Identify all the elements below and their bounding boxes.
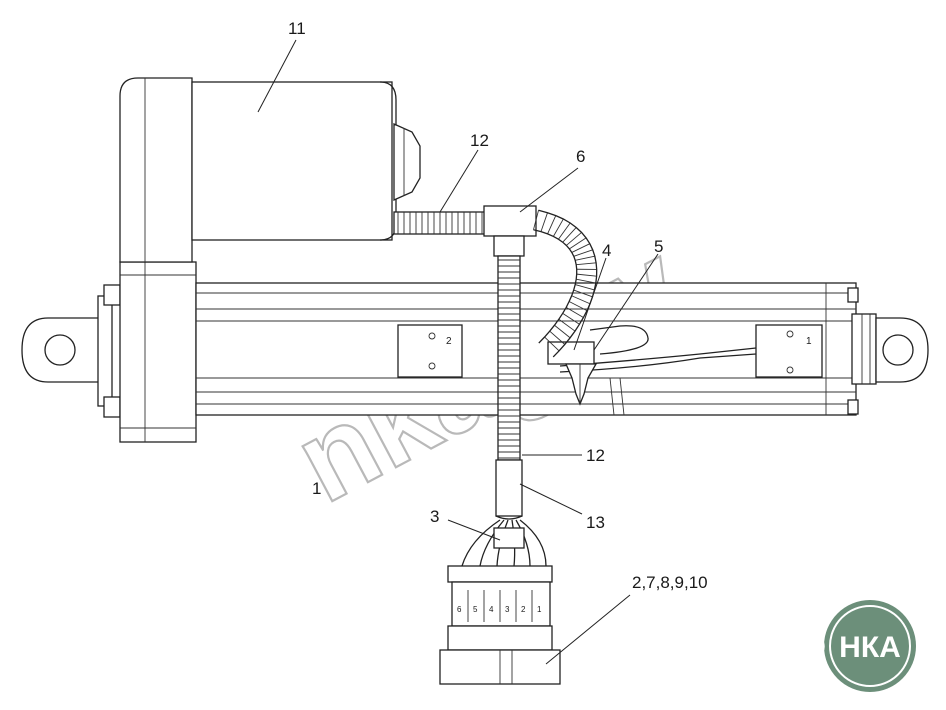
callout-3: 3 [430, 507, 439, 526]
sensor-right: 1 [756, 325, 822, 377]
pin-label: 3 [505, 605, 510, 614]
logo-text-left: АГРО [744, 631, 826, 664]
pin-label: 1 [537, 605, 542, 614]
sensor-right-label: 1 [806, 336, 812, 347]
pin-label: 4 [489, 605, 494, 614]
conduit-rib [563, 227, 577, 242]
right-rod-eye [876, 318, 928, 382]
sleeve-13 [496, 460, 522, 519]
sensor-left-label: 2 [446, 336, 452, 347]
left-rod-eye [22, 285, 120, 417]
brand-logo: АГРО НКА [744, 600, 916, 692]
callout-2-7-8-9-10: 2,7,8,9,10 [632, 573, 708, 592]
conduit-horizontal [394, 212, 486, 234]
gearbox-housing [120, 262, 196, 442]
callout-11: 11 [288, 19, 306, 38]
conduit-vertical [498, 256, 520, 460]
callout-4: 4 [602, 241, 611, 260]
callout-1: 1 [312, 479, 321, 498]
callout-13: 13 [586, 513, 605, 532]
logo-text-right: НКА [839, 631, 901, 664]
callout-12-top: 12 [470, 131, 489, 150]
conduit-rib [558, 223, 570, 239]
motor-11 [120, 78, 420, 262]
conduit-rib [566, 232, 581, 245]
sensor-left: 2 [398, 325, 462, 377]
callout-6: 6 [576, 147, 585, 166]
callout-12-mid: 12 [586, 446, 605, 465]
tee-fitting-6 [484, 206, 536, 256]
callout-5: 5 [654, 237, 663, 256]
pin-label: 6 [457, 605, 462, 614]
pin-label: 5 [473, 605, 478, 614]
conduit-rib [541, 213, 548, 232]
conduit-rib [548, 216, 556, 234]
connector: 6 5 4 3 2 1 [440, 566, 560, 684]
pin-label: 2 [521, 605, 526, 614]
